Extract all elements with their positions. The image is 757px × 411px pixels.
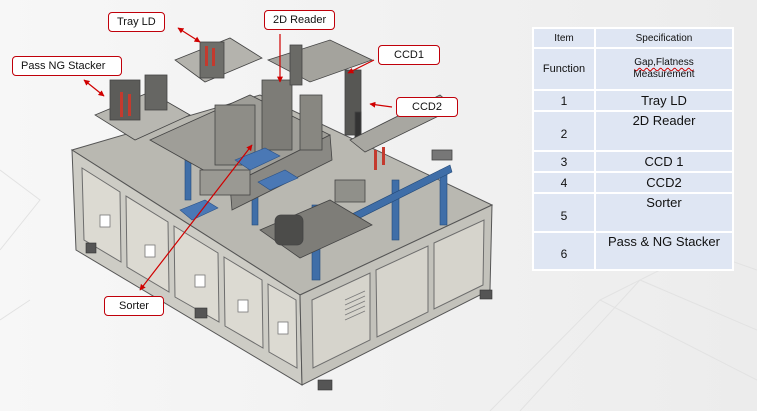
function-value-line1: Gap,Flatness bbox=[634, 57, 694, 68]
arrow-sorter bbox=[139, 144, 253, 291]
row-item: 6 bbox=[534, 233, 594, 269]
row-item: 5 bbox=[534, 194, 594, 231]
callout-pass-ng-stacker: Pass NG Stacker bbox=[12, 56, 122, 76]
table-row: 4 CCD2 bbox=[534, 173, 732, 192]
cabinet-grille bbox=[344, 290, 366, 321]
row-spec: Pass & NG Stacker bbox=[596, 233, 732, 269]
callout-2d-reader: 2D Reader bbox=[264, 10, 336, 30]
table-row: 5 Sorter bbox=[534, 194, 732, 231]
spec-table: Item Specification Function Gap,Flatness… bbox=[532, 27, 734, 271]
callout-ccd1: CCD1 bbox=[378, 45, 440, 65]
row-spec: 2D Reader bbox=[596, 112, 732, 150]
callout-arrows bbox=[83, 27, 393, 291]
row-spec: Tray LD bbox=[596, 91, 732, 110]
function-value-line2: Measurement bbox=[633, 69, 695, 80]
arrow-ccd1 bbox=[347, 59, 375, 74]
row-spec: CCD 1 bbox=[596, 152, 732, 171]
arrow-pass-ng-stacker bbox=[83, 79, 105, 97]
spec-table-header: Item Specification bbox=[534, 29, 732, 47]
row-spec: Sorter bbox=[596, 194, 732, 231]
table-row: 3 CCD 1 bbox=[534, 152, 732, 171]
row-item: 1 bbox=[534, 91, 594, 110]
row-item: 3 bbox=[534, 152, 594, 171]
arrow-ccd2 bbox=[369, 101, 393, 108]
table-row: 2 2D Reader bbox=[534, 112, 732, 150]
cable-bundles bbox=[120, 46, 385, 170]
callout-ccd2: CCD2 bbox=[396, 97, 458, 117]
callout-tray-ld: Tray LD bbox=[108, 12, 165, 32]
row-spec: CCD2 bbox=[596, 173, 732, 192]
table-row: 1 Tray LD bbox=[534, 91, 732, 110]
row-item: 4 bbox=[534, 173, 594, 192]
cabinet-panels-right bbox=[311, 219, 485, 369]
row-item: 2 bbox=[534, 112, 594, 150]
arrow-tray-ld bbox=[177, 27, 201, 43]
table-row: 6 Pass & NG Stacker bbox=[534, 233, 732, 269]
callout-sorter: Sorter bbox=[104, 296, 164, 316]
header-item: Item bbox=[534, 29, 594, 47]
machine-feet bbox=[85, 242, 493, 391]
function-label: Function bbox=[534, 49, 594, 89]
header-specification: Specification bbox=[596, 29, 732, 47]
